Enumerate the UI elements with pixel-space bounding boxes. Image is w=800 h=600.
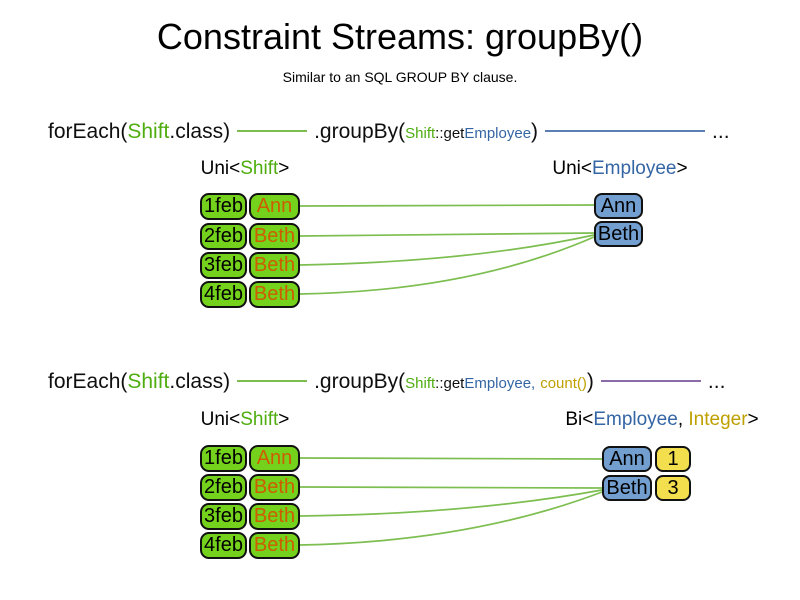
shift-row: 4feb Beth [0,281,800,308]
employee-box: Ann [594,193,643,219]
type-label-pre: Uni< [552,158,592,179]
employee-box: Ann [602,446,652,472]
result-type-label-2: Bi<Employee, Integer> [548,409,776,431]
shift-employee-cell: Beth [249,532,300,559]
purple-connector-line [600,380,701,382]
shift-date-cell: 3feb [200,503,247,530]
shift-date-cell: 1feb [200,445,247,472]
code-token-shift-class: Shift [127,120,170,143]
shift-row: 1feb Ann [0,193,800,220]
code-token-ellipsis: ... [712,120,730,143]
code-token-arg-getter: ::get [435,375,465,392]
page-subtitle: Similar to an SQL GROUP BY clause. [282,69,518,85]
count-box: 1 [655,446,691,472]
shift-employee-cell: Beth [249,252,300,279]
green-connector-line [237,130,308,132]
result-type-label-1: Uni<Employee> [530,158,710,180]
type-label-employee: Employee [593,409,678,430]
code-token-close-paren: ) [531,120,539,143]
code-token-groupby: .groupBy( [314,370,406,393]
type-label-pre: Uni< [200,158,241,179]
shift-row: 1feb Ann [0,445,800,472]
code-token-foreach: forEach( [48,370,128,393]
shift-row: 3feb Beth [0,503,800,530]
code-token-ellipsis: ... [707,370,726,393]
shift-row: 2feb Beth [0,223,800,250]
shift-employee-cell: Ann [249,193,300,220]
blue-connector-line [545,130,706,132]
employee-box: Beth [602,475,652,501]
type-label-pre: Uni< [200,409,241,430]
shift-date-cell: 4feb [200,281,247,308]
type-label-post: > [747,409,759,430]
page-title: Constraint Streams: groupBy() [156,16,644,57]
type-label-comma: , [677,409,689,430]
code-token-foreach: forEach( [48,120,128,143]
type-label-integer: Integer [688,409,748,430]
source-type-label-1: Uni<Shift> [180,158,310,180]
code-token-groupby: .groupBy( [314,120,406,143]
employee-box: Beth [594,221,643,247]
shift-employee-cell: Beth [249,474,300,501]
code-token-arg-shift: Shift [405,125,436,142]
code-line-2: forEach(Shift.class).groupBy(Shift::getE… [48,369,725,397]
shift-employee-cell: Ann [249,445,300,472]
code-token-class-close: .class) [169,370,231,393]
shift-date-cell: 2feb [200,474,247,501]
code-token-arg-getter: ::get [435,125,465,142]
shift-row: 2feb Beth [0,474,800,501]
type-label-employee: Employee [592,158,677,179]
shift-row: 3feb Beth [0,252,800,279]
type-label-post: > [278,409,290,430]
shift-employee-cell: Beth [249,503,300,530]
code-token-class-close: .class) [169,120,231,143]
count-box: 3 [655,475,691,501]
green-connector-line [237,380,308,382]
shift-date-cell: 3feb [200,252,247,279]
type-label-post: > [278,158,290,179]
code-token-shift-class: Shift [127,370,170,393]
shift-date-cell: 2feb [200,223,247,250]
code-line-1: forEach(Shift.class).groupBy(Shift::getE… [48,119,730,147]
code-token-close-paren: ) [586,370,594,393]
code-token-arg-count: count() [540,375,587,392]
shift-date-cell: 4feb [200,532,247,559]
type-label-shift: Shift [240,409,279,430]
code-token-arg-shift: Shift [405,375,436,392]
code-token-arg-employee: Employee, [464,375,536,392]
shift-row: 4feb Beth [0,532,800,559]
type-label-post: > [676,158,688,179]
shift-employee-cell: Beth [249,223,300,250]
shift-date-cell: 1feb [200,193,247,220]
type-label-pre: Bi< [565,409,594,430]
shift-employee-cell: Beth [249,281,300,308]
type-label-shift: Shift [240,158,279,179]
code-token-arg-employee: Employee [464,125,532,142]
source-type-label-2: Uni<Shift> [180,409,310,431]
